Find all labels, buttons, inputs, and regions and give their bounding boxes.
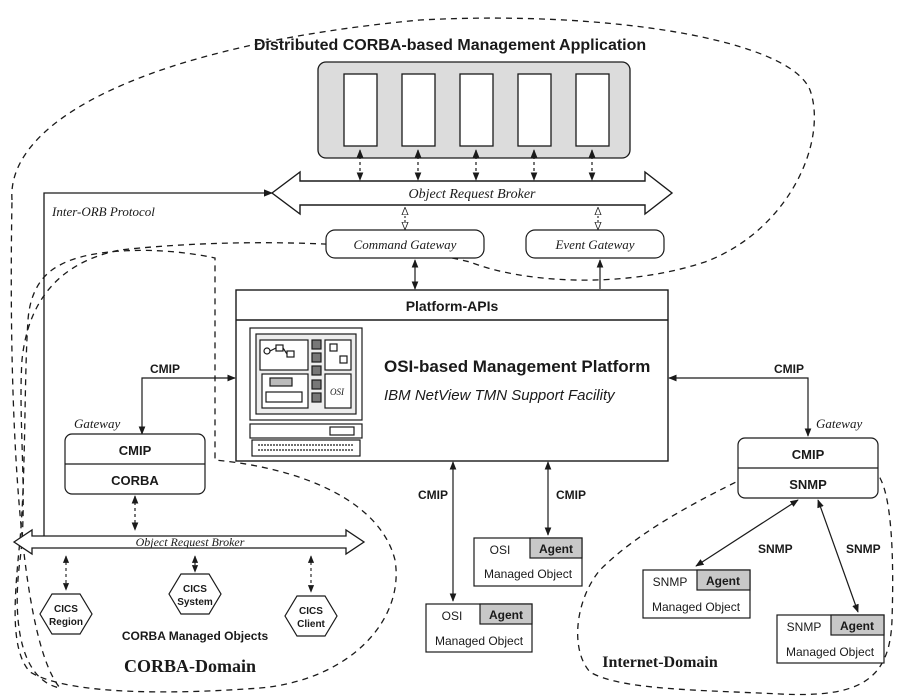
snmp-left-label: Managed Object	[652, 600, 741, 614]
right-gateway-label: Gateway	[816, 416, 862, 431]
cics-system-object: CICS System	[168, 573, 222, 615]
right-gateway-snmp: SNMP	[789, 477, 827, 492]
event-gateway-label: Event Gateway	[554, 237, 634, 252]
command-gateway-label: Command Gateway	[354, 237, 457, 252]
snmp-left-agent: Agent	[706, 574, 740, 588]
osi-managed-object-upper: OSI Agent Managed Object	[473, 537, 583, 587]
workstation-icon: OSI	[249, 327, 363, 457]
application-component-5	[575, 73, 610, 147]
application-component-3	[459, 73, 494, 147]
cics-system-label-1: CICS	[183, 584, 207, 595]
inter-orb-protocol-label: Inter-ORB Protocol	[51, 204, 155, 219]
gateway-platform-connectors	[411, 259, 604, 290]
left-cmip-link	[138, 374, 236, 435]
application-component-2	[401, 73, 436, 147]
snmp-link-1	[695, 499, 799, 567]
osi-upper-agent: Agent	[539, 542, 573, 556]
snmp-right-label: Managed Object	[786, 645, 875, 659]
osi-upper-proto: OSI	[490, 543, 511, 557]
cics-region-label-1: CICS	[54, 604, 78, 615]
cics-client-label-2: Client	[297, 619, 325, 630]
left-gateway-corba: CORBA	[111, 473, 159, 488]
corba-domain-orb-label: Object Request Broker	[136, 535, 245, 549]
osi-upper-label: Managed Object	[484, 567, 573, 581]
corba-managed-objects-label: CORBA Managed Objects	[122, 629, 269, 643]
snmp-managed-object-left: SNMP Agent Managed Object	[642, 569, 751, 619]
left-gateway-label: Gateway	[74, 416, 120, 431]
snmp-link-1-label: SNMP	[758, 542, 793, 556]
platform-name: OSI-based Management Platform	[384, 357, 650, 376]
osi-managed-object-lower: OSI Agent Managed Object	[425, 603, 533, 653]
application-component-4	[517, 73, 552, 147]
cics-region-label-2: Region	[49, 617, 83, 628]
application-title: Distributed CORBA-based Management Appli…	[254, 37, 646, 54]
platform-apis-label: Platform-APIs	[406, 298, 499, 314]
osi-link-1-label: CMIP	[418, 488, 448, 502]
snmp-right-agent: Agent	[840, 619, 874, 633]
right-gateway-cmip: CMIP	[792, 447, 825, 462]
corba-domain-name: CORBA-Domain	[124, 656, 256, 676]
event-gateway-box	[525, 229, 665, 259]
osi-lower-label: Managed Object	[435, 634, 524, 648]
cics-region-object: CICS Region	[39, 593, 93, 635]
left-gateway-cmip: CMIP	[119, 443, 152, 458]
cics-client-label-1: CICS	[299, 606, 323, 617]
corba-object-connectors	[62, 555, 315, 593]
platform-product: IBM NetView TMN Support Facility	[384, 387, 616, 404]
internet-domain-name: Internet-Domain	[602, 654, 718, 671]
osi-lower-agent: Agent	[489, 608, 523, 622]
application-domain-boundary	[10, 17, 815, 690]
component-orb-connectors	[356, 149, 596, 181]
object-request-broker-label: Object Request Broker	[409, 187, 537, 202]
command-gateway-box	[325, 229, 485, 259]
osi-link-2-label: CMIP	[556, 488, 586, 502]
snmp-left-proto: SNMP	[653, 575, 688, 589]
right-cmip-link-label: CMIP	[774, 362, 804, 376]
cics-system-label-2: System	[177, 597, 213, 608]
left-cmip-link-label: CMIP	[150, 362, 180, 376]
object-request-broker-bus	[270, 170, 674, 216]
snmp-link-2-label: SNMP	[846, 542, 881, 556]
right-cmip-link	[668, 374, 812, 437]
corba-domain-orb-bus	[12, 528, 366, 556]
snmp-right-proto: SNMP	[787, 620, 822, 634]
cics-client-object: CICS Client	[284, 595, 338, 637]
snmp-link-2	[817, 499, 859, 613]
svg-text:OSI: OSI	[330, 387, 345, 397]
gateway-orb-connectors	[405, 208, 598, 229]
osi-lower-proto: OSI	[442, 609, 463, 623]
snmp-managed-object-right: SNMP Agent Managed Object	[776, 614, 885, 664]
application-component-1	[343, 73, 378, 147]
internet-domain-boundary	[577, 465, 894, 696]
